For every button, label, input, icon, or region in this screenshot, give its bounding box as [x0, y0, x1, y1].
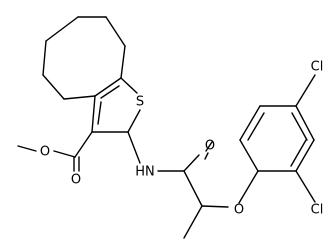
bond	[97, 101, 102, 125]
sulfur-label: S	[136, 95, 144, 110]
bond	[291, 112, 308, 141]
atom-labels: S O O HN O O Cl Cl	[40, 60, 323, 218]
bond	[295, 74, 316, 107]
bond	[239, 139, 259, 172]
bond	[183, 170, 203, 207]
bond	[63, 95, 96, 100]
ester-carbonyl-oxygen-label: O	[71, 173, 81, 188]
bond	[205, 141, 213, 152]
bond	[17, 145, 37, 152]
bond	[42, 74, 65, 100]
bond	[45, 16, 79, 42]
bond	[127, 131, 141, 164]
bonds	[17, 16, 316, 239]
bond	[53, 150, 76, 158]
bond	[295, 170, 316, 203]
bond	[201, 205, 229, 208]
bond	[74, 131, 93, 158]
bond	[295, 139, 315, 172]
ether-oxygen-label: O	[234, 203, 244, 218]
bond	[120, 77, 138, 94]
bond	[290, 139, 307, 167]
bond	[94, 77, 122, 97]
amide-nh-label: HN	[135, 165, 155, 180]
ester-oxygen-label: O	[40, 145, 50, 160]
bond	[239, 105, 261, 141]
bond	[183, 154, 200, 172]
bond	[120, 45, 126, 79]
bond	[247, 112, 265, 141]
bond	[183, 205, 203, 239]
ortho-chlorine-label: Cl	[311, 203, 324, 218]
amide-oxygen-label: O	[205, 139, 215, 154]
bond	[127, 109, 141, 133]
bond	[100, 85, 120, 99]
para-chlorine-label: Cl	[311, 60, 324, 75]
bond	[204, 152, 209, 160]
bond	[295, 105, 315, 141]
bond	[91, 95, 96, 133]
bond	[105, 16, 126, 47]
bond	[238, 170, 259, 204]
bond	[42, 40, 47, 76]
